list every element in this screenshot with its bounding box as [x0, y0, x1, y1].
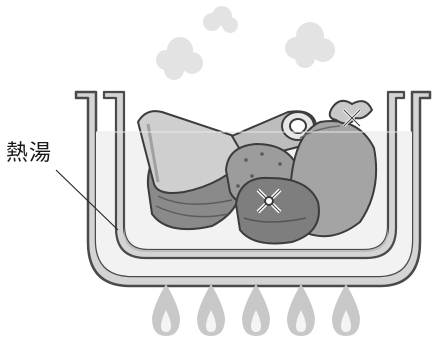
steam-puff-left: [156, 37, 203, 80]
flame-3: [242, 284, 270, 336]
flame-1: [152, 284, 180, 336]
flame-4: [287, 284, 315, 336]
ingredients: [138, 101, 376, 244]
hot-water-label: 熱湯: [6, 143, 52, 165]
steam-puff-top: [203, 6, 238, 33]
steam-puff-right: [285, 22, 335, 68]
flame-5: [332, 284, 360, 336]
burner-flames: [152, 284, 360, 336]
steam-puffs: [156, 6, 335, 80]
flame-2: [197, 284, 225, 336]
